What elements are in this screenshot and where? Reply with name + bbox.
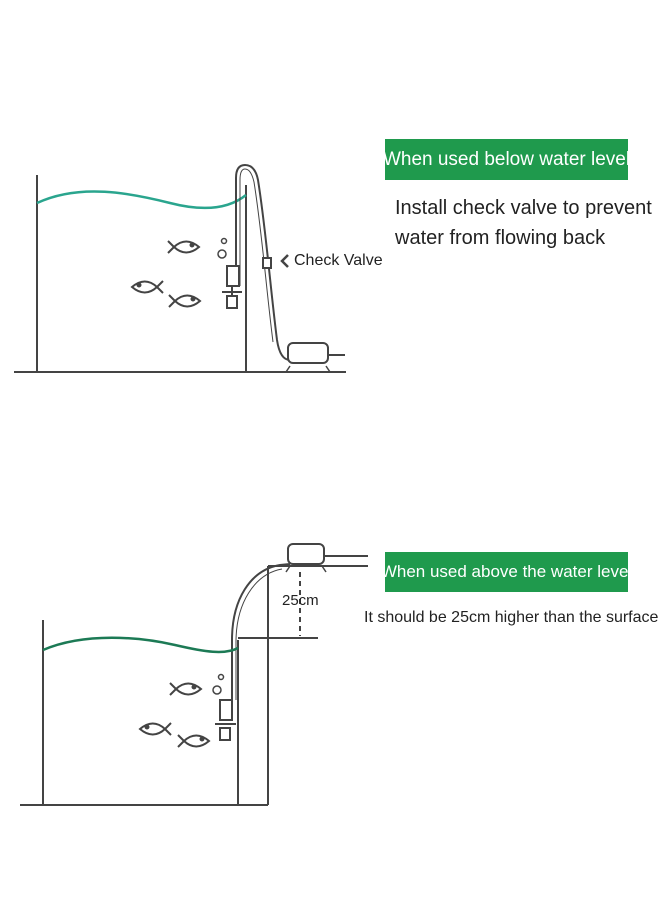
fish-icon <box>167 240 201 254</box>
top-pump-base <box>226 295 238 309</box>
fish-icon <box>130 280 164 294</box>
below-water-note-line1: Install check valve to prevent <box>395 197 652 219</box>
bottom-pump-body <box>219 699 233 721</box>
bottom-hose-inner <box>235 568 283 700</box>
top-water-surface <box>36 190 247 210</box>
bottom-fish-group <box>138 682 211 748</box>
bottom-scene <box>20 543 368 806</box>
top-pump-body <box>226 265 240 287</box>
top-hose <box>235 163 291 361</box>
fish-icon <box>177 734 211 748</box>
top-scene <box>14 163 346 373</box>
above-water-level-note: It should be 25cm higher than the surfac… <box>364 609 659 626</box>
bottom-bubble <box>212 685 222 695</box>
above-water-level-badge: When used above the water level <box>381 552 632 592</box>
chevron-left-icon <box>280 254 289 268</box>
top-external-device <box>287 342 329 364</box>
fish-icon <box>138 722 172 736</box>
bottom-hose <box>231 563 291 700</box>
bottom-external-device <box>287 543 325 565</box>
height-label: 25cm <box>282 592 319 609</box>
below-water-level-note: Install check valve to prevent water fro… <box>395 193 652 253</box>
bottom-pump-base <box>219 727 231 741</box>
top-fish-group <box>130 240 202 308</box>
check-valve-icon <box>262 257 272 269</box>
fish-icon <box>168 294 202 308</box>
bottom-water-surface <box>42 636 239 654</box>
bottom-bubble <box>217 673 225 681</box>
fish-icon <box>169 682 203 696</box>
below-water-level-badge: When used below water level <box>383 139 630 180</box>
check-valve-label: Check Valve <box>294 252 383 269</box>
below-water-note-line2: water from flowing back <box>395 227 606 249</box>
top-device-feet <box>285 365 331 373</box>
bottom-device-feet <box>285 565 327 573</box>
top-bubble <box>217 249 227 259</box>
top-hose-inner <box>239 168 274 343</box>
top-bubble <box>220 237 228 245</box>
